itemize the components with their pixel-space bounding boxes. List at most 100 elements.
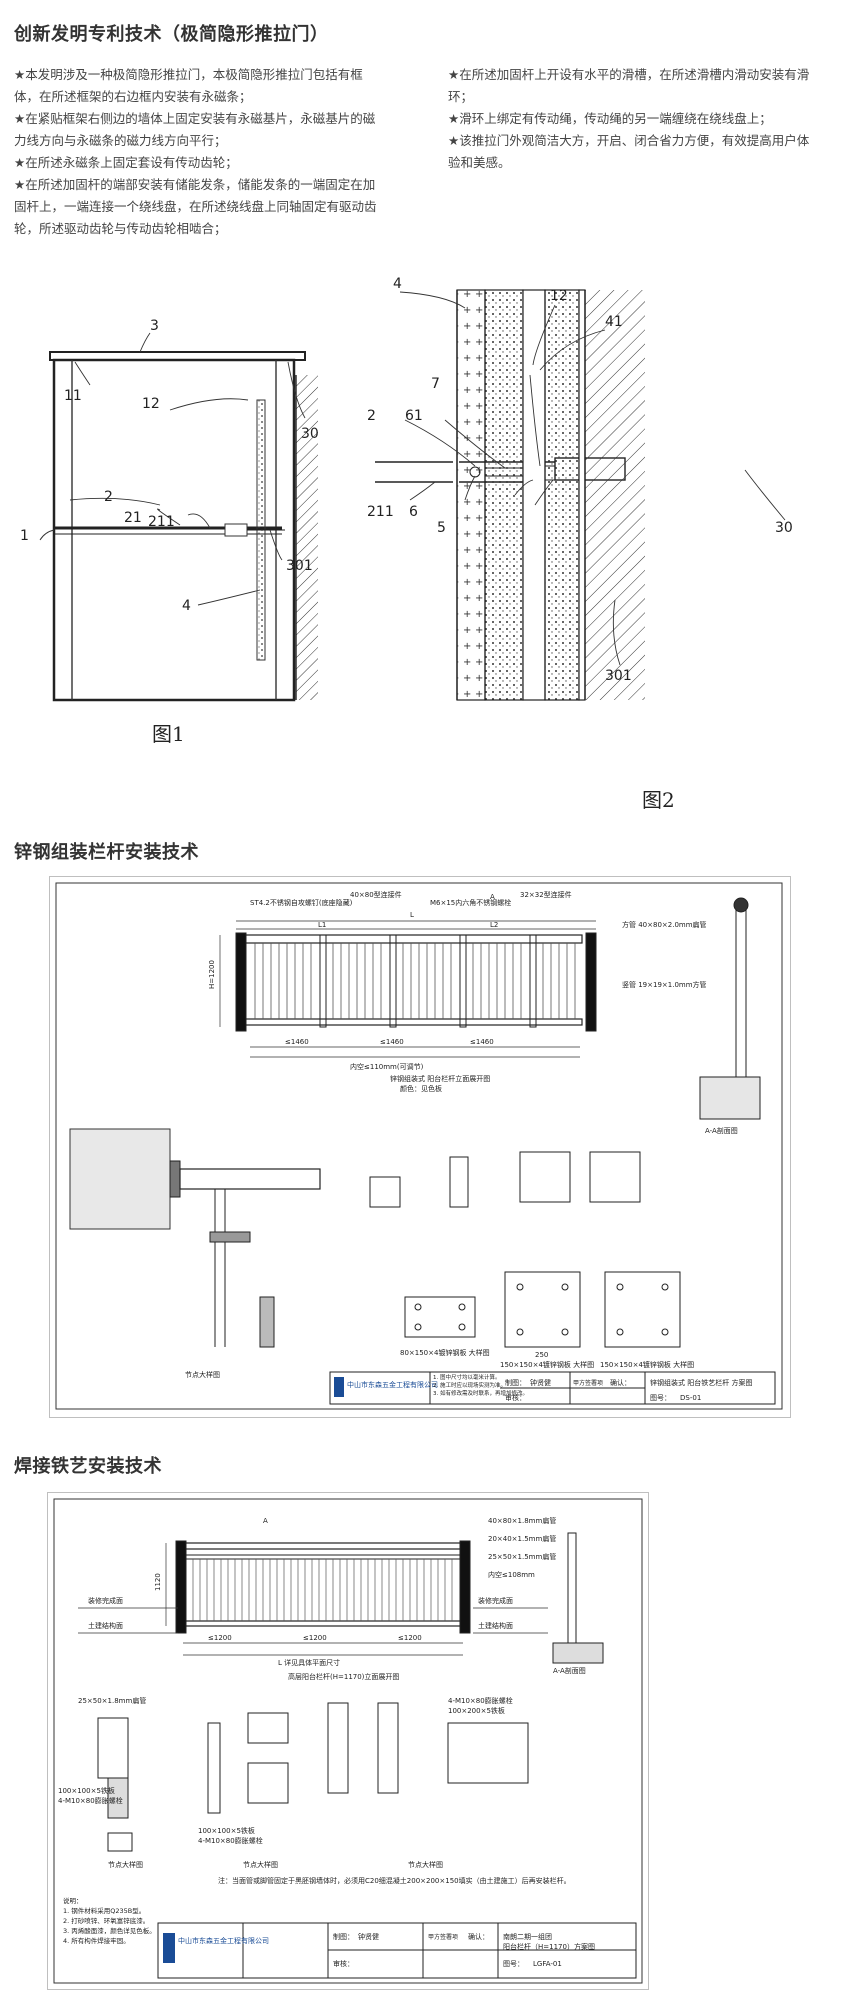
patent-item: ★本发明涉及一种极简隐形推拉门，本极简隐形推拉门包括有框体，在所述框架的右边框内…	[14, 67, 363, 104]
label: L2	[490, 921, 498, 929]
svg-text:LGFA-01: LGFA-01	[533, 1960, 562, 1968]
label: ST4.2不锈钢自攻螺钉(底座隐藏)	[250, 898, 353, 907]
svg-text:100×100×5铁板: 100×100×5铁板	[58, 1786, 115, 1795]
fig2-label: 41	[605, 314, 623, 330]
svg-text:1. 钢件材料采用Q235B型。: 1. 钢件材料采用Q235B型。	[63, 1906, 145, 1915]
svg-text:制图：: 制图：	[333, 1932, 354, 1941]
svg-text:2. 施工时应以现场实测为准。: 2. 施工时应以现场实测为准。	[433, 1381, 506, 1389]
svg-text:4. 所有构件焊接牢固。: 4. 所有构件焊接牢固。	[63, 1936, 130, 1945]
fig2-label: 6	[409, 504, 418, 520]
svg-text:A-A剖面图: A-A剖面图	[553, 1666, 586, 1675]
svg-text:中山市东森五金工程有限公司: 中山市东森五金工程有限公司	[178, 1936, 269, 1945]
fig2-label: 12	[550, 288, 568, 304]
fig1-label: 11	[64, 388, 82, 404]
label: ≤1460	[470, 1038, 494, 1046]
patent-item: ★在所述加固杆上开设有水平的滑槽，在所述滑槽内滑动安装有滑环；	[448, 67, 810, 104]
svg-text:节点大样图: 节点大样图	[408, 1860, 443, 1869]
fig2-label: 301	[605, 668, 632, 684]
fig2-label: 61	[405, 408, 423, 424]
patent-item: ★在紧贴框架右侧边的墙体上固定安装有永磁基片，永磁基片的磁力线方向与永磁条的磁力…	[14, 111, 376, 148]
fig2-label: 2	[367, 408, 376, 424]
wall-post	[585, 932, 597, 1032]
wall-post	[459, 1540, 471, 1634]
label: 节点大样图	[185, 1370, 220, 1379]
label: 80×150×4镀锌钢板 大样图	[400, 1348, 490, 1357]
svg-text:装修完成面: 装修完成面	[478, 1596, 513, 1605]
svg-text:确认：: 确认：	[468, 1932, 489, 1941]
zinc-steel-drawing: L L1 L2 A H=1200 ≤1460 ≤1460 ≤1460 内空≤11…	[49, 876, 791, 1418]
top-rail	[241, 934, 583, 944]
svg-text:25×50×1.8mm扁管: 25×50×1.8mm扁管	[78, 1696, 146, 1705]
magnet-layer	[484, 289, 524, 701]
svg-text:40×80×1.8mm扁管: 40×80×1.8mm扁管	[488, 1516, 556, 1525]
label: M6×15内六角不锈钢螺栓	[430, 898, 511, 907]
figure-2-section-drawing: + 12 4 41 2 61 7 21 211 6	[367, 276, 793, 701]
fig2-label: 4	[393, 276, 402, 292]
svg-text:制图：: 制图：	[505, 1378, 526, 1387]
wall-post	[175, 1540, 187, 1634]
fig2-label: 5	[437, 520, 446, 536]
svg-text:甲方签署项: 甲方签署项	[573, 1379, 603, 1387]
svg-text:3. 丙烯酸面漆，颜色详见色板。: 3. 丙烯酸面漆，颜色详见色板。	[63, 1926, 156, 1935]
svg-text:内空≤108mm: 内空≤108mm	[488, 1570, 535, 1579]
welded-title: 焊接铁艺安装技术	[14, 1456, 162, 1477]
label: L	[410, 911, 414, 919]
patent-item: ★在所述永磁条上固定套设有传动齿轮；	[14, 155, 238, 170]
fig2-label: 7	[431, 376, 440, 392]
fig2-label: 211	[367, 504, 394, 520]
bottom-rail	[182, 1620, 464, 1627]
welded-iron-drawing: A 1120 ≤1200 ≤1200 ≤1200 L 详见具体平面尺寸 高层阳台…	[47, 1492, 649, 1990]
label: 内空≤110mm(可调节)	[350, 1062, 424, 1071]
label: 颜色：见色板	[400, 1084, 442, 1093]
patent-title: 创新发明专利技术（极简隐形推拉门）	[14, 24, 329, 45]
svg-text:3. 如有修改需及时联系，再增加修改。: 3. 如有修改需及时联系，再增加修改。	[433, 1389, 528, 1397]
svg-text:L 详见具体平面尺寸: L 详见具体平面尺寸	[278, 1658, 340, 1667]
svg-text:1. 图中尺寸均以毫米计算。: 1. 图中尺寸均以毫米计算。	[433, 1373, 501, 1381]
svg-text:图号：: 图号：	[503, 1960, 524, 1968]
bottom-rail	[241, 1018, 583, 1026]
svg-text:≤1200: ≤1200	[303, 1634, 327, 1642]
label: ≤1460	[380, 1038, 404, 1046]
svg-text:审核：: 审核：	[333, 1959, 354, 1968]
balusters	[254, 943, 576, 1019]
wall-hatch	[585, 290, 645, 700]
label: 32×32型连接件	[520, 890, 572, 899]
svg-text:100×200×5铁板: 100×200×5铁板	[448, 1706, 505, 1715]
label: 250	[535, 1351, 548, 1359]
label: 锌钢组装式 阳台栏杆立面展开图	[390, 1074, 490, 1083]
svg-text:2. 打砂喷锌、环氧富锌底漆。: 2. 打砂喷锌、环氧富锌底漆。	[63, 1916, 149, 1925]
patent-right-column: ★在所述加固杆上开设有水平的滑槽，在所述滑槽内滑动安装有滑环； ★滑环上绑定有传…	[448, 64, 820, 174]
fig1-caption: 图1	[152, 722, 185, 746]
svg-text:注：当面管或脚管固定于黑胚钢墙体时，必须用C20细混凝土20: 注：当面管或脚管固定于黑胚钢墙体时，必须用C20细混凝土200×200×150填…	[218, 1876, 571, 1885]
svg-text:土建结构面: 土建结构面	[88, 1621, 123, 1630]
wall-post	[235, 932, 247, 1032]
svg-text:钟贤健: 钟贤健	[530, 1378, 551, 1387]
concrete-wall	[69, 1128, 171, 1230]
svg-text:装修完成面: 装修完成面	[88, 1596, 123, 1605]
balusters	[192, 1559, 453, 1621]
patent-item: ★在所述加固杆的端部安装有储能发条，储能发条的一端固定在加固杆上，一端连接一个绕…	[14, 177, 377, 236]
svg-text:节点大样图: 节点大样图	[108, 1860, 143, 1869]
label: 150×150×4镀锌钢板 大样图	[500, 1360, 594, 1369]
label: 40×80型连接件	[350, 890, 402, 899]
svg-text:≤1200: ≤1200	[398, 1634, 422, 1642]
top-rail	[182, 1542, 464, 1550]
fig2-caption: 图2	[642, 788, 675, 812]
svg-text:20×40×1.5mm扁管: 20×40×1.5mm扁管	[488, 1534, 556, 1543]
insulation-layer	[456, 289, 486, 701]
svg-text:南朗二期一组团: 南朗二期一组团	[503, 1932, 552, 1941]
svg-text:阳台栏杆（H=1170）方案图: 阳台栏杆（H=1170）方案图	[503, 1942, 595, 1951]
fig1-label: 301	[286, 558, 313, 574]
fig1-label: 21	[124, 510, 142, 526]
svg-text:土建结构面: 土建结构面	[478, 1621, 513, 1630]
label: A-A剖面图	[705, 1126, 738, 1135]
fig1-label: 4	[182, 598, 191, 614]
svg-text:说明：: 说明：	[63, 1896, 83, 1905]
svg-text:≤1200: ≤1200	[208, 1634, 232, 1642]
svg-text:甲方签署项: 甲方签署项	[428, 1933, 458, 1941]
figure-1-door-drawing: 3 11 12 30 2 21 211 1 301 4	[20, 318, 319, 702]
patent-left-column: ★本发明涉及一种极简隐形推拉门，本极简隐形推拉门包括有框体，在所述框架的右边框内…	[14, 64, 379, 240]
fig1-label: 30	[301, 426, 319, 442]
svg-text:A: A	[263, 1517, 268, 1525]
wall-hatch	[296, 375, 318, 700]
